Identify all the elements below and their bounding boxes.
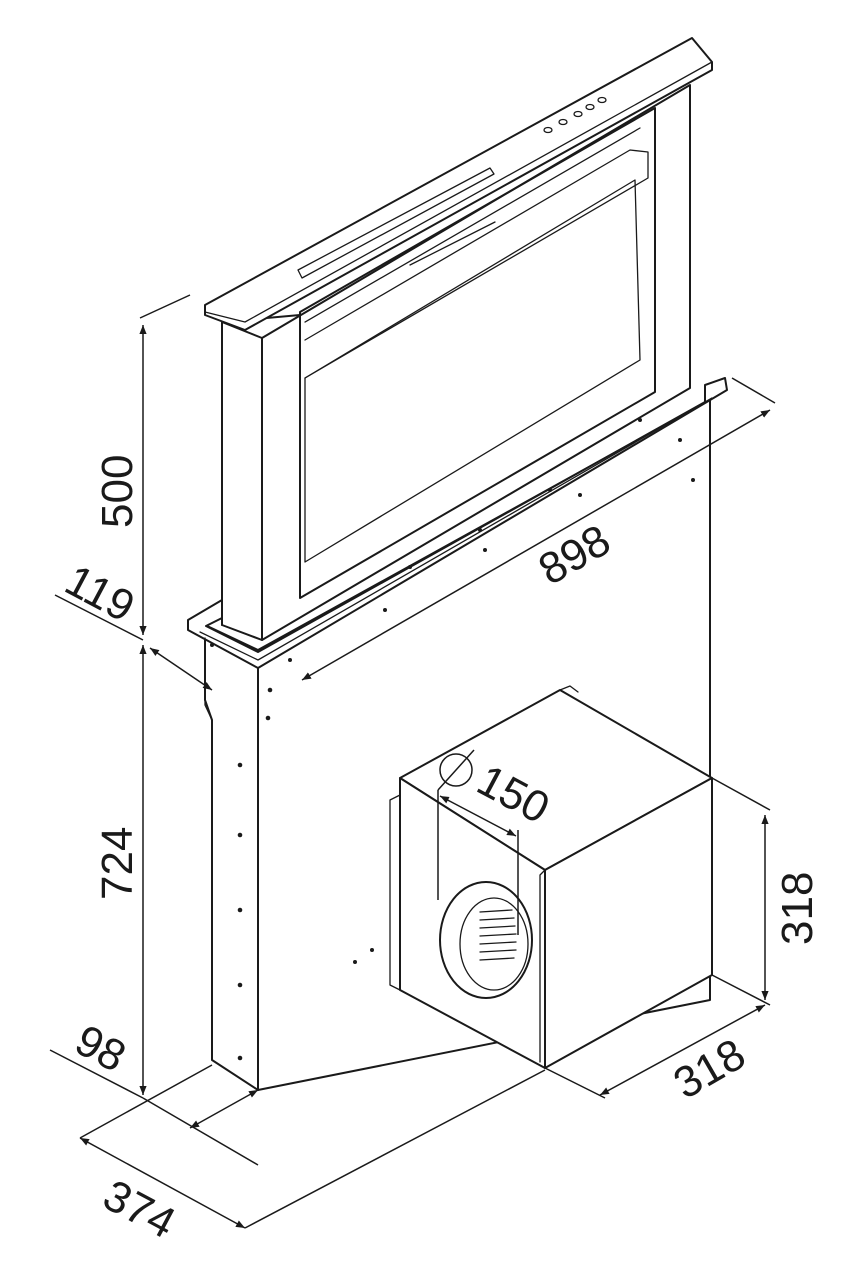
- dim-label-318-height: 318: [773, 872, 822, 945]
- dim-label-500: 500: [93, 455, 142, 528]
- fan-blades: [479, 909, 517, 961]
- dim-label-374: 374: [95, 1171, 183, 1249]
- dimension-lines: [49, 294, 776, 1229]
- control-buttons: [543, 96, 607, 134]
- dim-label-724: 724: [93, 827, 142, 900]
- dim-label-119: 119: [57, 556, 142, 632]
- dim-label-318-depth: 318: [666, 1030, 754, 1109]
- dim-label-98: 98: [67, 1016, 133, 1082]
